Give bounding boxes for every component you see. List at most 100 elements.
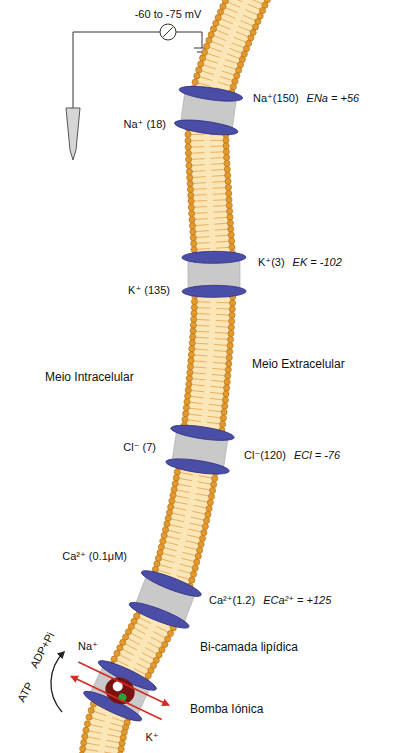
lipid-head xyxy=(196,67,202,73)
lipid-head xyxy=(186,375,192,381)
ion-pump xyxy=(81,656,159,725)
lipid-tail xyxy=(164,548,177,551)
lipid-head xyxy=(220,415,226,421)
lipid-tail xyxy=(245,10,257,15)
lipid-tail xyxy=(195,218,208,220)
lipid-tail xyxy=(123,649,135,655)
lipid-tail xyxy=(191,390,204,391)
lipid-tail xyxy=(195,349,208,351)
lipid-tail xyxy=(188,420,201,422)
lipid-tail xyxy=(167,536,180,539)
lipid-tail xyxy=(212,181,225,183)
lipid-tail xyxy=(212,41,224,46)
lipid-tail xyxy=(211,380,224,381)
lipid-tail xyxy=(214,217,227,219)
ion-channels xyxy=(81,83,246,725)
lipid-tail xyxy=(191,517,204,520)
lipid-tail xyxy=(217,302,230,303)
channel-pore xyxy=(188,259,240,289)
lipid-tail xyxy=(180,564,193,567)
voltage-reading: -60 to -75 mV xyxy=(135,8,202,20)
lipid-head xyxy=(188,192,194,198)
lipid-head xyxy=(225,178,231,184)
sodium-channel xyxy=(174,83,244,137)
lipid-head xyxy=(208,493,214,499)
lipid-head xyxy=(208,32,214,38)
lipid-head xyxy=(86,714,92,720)
lipid-tail xyxy=(228,2,240,7)
lipid-head xyxy=(191,241,197,247)
structure-label: Bomba Iónica xyxy=(190,703,263,716)
lipid-head xyxy=(225,373,231,379)
lipid-head xyxy=(187,175,193,181)
lipid-tail xyxy=(193,505,206,508)
lipid-head xyxy=(111,656,117,662)
lipid-head xyxy=(189,577,195,583)
pump-flux-arrow xyxy=(71,677,161,720)
lipid-head xyxy=(223,149,229,155)
lipid-head xyxy=(186,169,192,175)
lipid-head xyxy=(164,521,170,527)
lipid-head xyxy=(192,79,198,85)
lipid-tail xyxy=(104,752,117,753)
lipid-head xyxy=(173,475,179,481)
lipid-tail xyxy=(183,552,196,555)
voltmeter-needle xyxy=(163,27,173,37)
lipid-head xyxy=(223,137,229,143)
lipid-tail xyxy=(211,386,224,387)
wire xyxy=(73,32,160,108)
lipid-head xyxy=(217,9,223,15)
lipid-head xyxy=(204,517,210,523)
lipid-tail xyxy=(145,647,156,653)
lipid-head xyxy=(192,565,198,571)
lipid-tail xyxy=(193,373,206,374)
lipid-head xyxy=(209,487,215,493)
lipid-tail xyxy=(227,54,239,59)
lipid-tail xyxy=(225,59,237,63)
lipid-tail xyxy=(226,8,238,13)
lipid-tail xyxy=(209,404,222,405)
lipid-head xyxy=(206,505,212,511)
lipid-tail xyxy=(241,21,253,26)
lipid-head xyxy=(190,571,196,577)
lipid-tail xyxy=(89,731,102,734)
lipid-tail xyxy=(178,484,191,486)
lipid-head xyxy=(220,3,226,9)
lipid-head xyxy=(215,15,221,21)
lipid-head xyxy=(220,421,226,427)
lipid-tail xyxy=(134,628,145,634)
lipid-head xyxy=(224,160,230,166)
lipid-head xyxy=(228,330,234,336)
lipid-tail xyxy=(191,140,204,141)
lipid-head xyxy=(190,229,196,235)
molecule-label: ATP xyxy=(15,680,35,704)
lipid-tail xyxy=(184,546,197,549)
wire xyxy=(176,32,202,48)
ion-concentration: K⁺ (135) xyxy=(128,284,170,296)
lipid-tail xyxy=(196,494,209,496)
lipid-tail xyxy=(210,392,223,393)
lipid-tail xyxy=(139,618,151,624)
lipid-tail xyxy=(197,242,210,244)
lipid-head xyxy=(161,532,167,538)
lipid-tail xyxy=(194,361,207,362)
lipid-tail xyxy=(243,15,255,20)
lipid-tail xyxy=(198,83,211,86)
lipid-head xyxy=(188,198,194,204)
channel-protein xyxy=(139,566,203,600)
lipid-tail xyxy=(199,476,212,478)
lipid-tail xyxy=(196,236,209,238)
lipid-head xyxy=(185,138,191,144)
lipid-tail xyxy=(177,490,190,492)
lipid-tail xyxy=(176,496,189,498)
lipid-head xyxy=(182,416,188,422)
lipid-head xyxy=(191,299,197,305)
lipid-head xyxy=(185,131,191,137)
lipid-tail xyxy=(110,723,123,726)
lipid-tail xyxy=(205,59,217,63)
lipid-head xyxy=(79,752,85,753)
lipid-tail xyxy=(213,193,226,195)
lipid-tail xyxy=(213,199,226,201)
lipid-tail xyxy=(211,157,224,159)
lipid-head xyxy=(188,358,194,364)
